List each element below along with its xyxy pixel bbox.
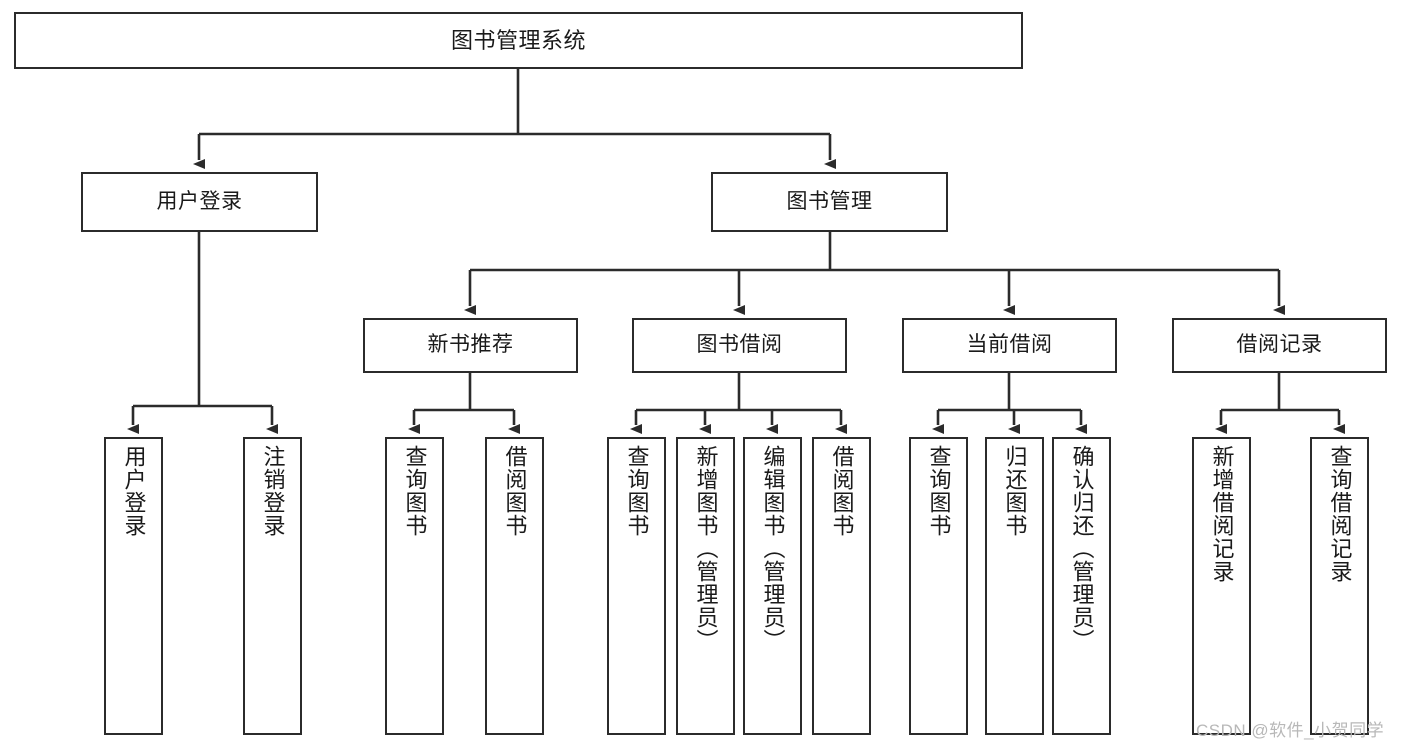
- node-leaf-logout-login-label: 注销登录: [260, 445, 286, 537]
- node-leaf-borrow-book-1[interactable]: 借阅图书: [485, 437, 544, 735]
- node-leaf-logout-login[interactable]: 注销登录: [243, 437, 302, 735]
- watermark: CSDN @软件_小贺同学: [1196, 721, 1385, 740]
- node-new-book-recommend-label: 新书推荐: [427, 333, 514, 357]
- node-current-borrow-label: 当前借阅: [966, 333, 1053, 357]
- node-leaf-return-book[interactable]: 归还图书: [985, 437, 1044, 735]
- node-leaf-query-book-2[interactable]: 查询图书: [607, 437, 666, 735]
- node-leaf-query-book-3-label: 查询图书: [926, 445, 952, 537]
- node-leaf-edit-book-admin[interactable]: 编辑图书（管理员）: [743, 437, 802, 735]
- node-leaf-edit-book-admin-label: 编辑图书（管理员）: [760, 445, 786, 652]
- node-leaf-borrow-book-1-label: 借阅图书: [502, 445, 528, 537]
- node-book-borrow[interactable]: 图书借阅: [632, 318, 847, 373]
- node-user-login-label: 用户登录: [156, 189, 243, 213]
- node-leaf-query-book-3[interactable]: 查询图书: [909, 437, 968, 735]
- node-borrow-record[interactable]: 借阅记录: [1172, 318, 1387, 373]
- node-leaf-user-login-label: 用户登录: [121, 445, 147, 537]
- node-user-login[interactable]: 用户登录: [81, 172, 318, 232]
- node-leaf-return-book-label: 归还图书: [1002, 445, 1028, 537]
- node-book-borrow-label: 图书借阅: [696, 333, 783, 357]
- node-book-manage[interactable]: 图书管理: [711, 172, 948, 232]
- node-leaf-query-borrow-record[interactable]: 查询借阅记录: [1310, 437, 1369, 735]
- node-book-manage-label: 图书管理: [786, 189, 873, 213]
- node-leaf-borrow-book-2-label: 借阅图书: [829, 445, 855, 537]
- node-leaf-add-borrow-record-label: 新增借阅记录: [1209, 445, 1235, 583]
- node-leaf-add-book-admin-label: 新增图书（管理员）: [693, 445, 719, 652]
- node-leaf-query-book-1-label: 查询图书: [402, 445, 428, 537]
- node-new-book-recommend[interactable]: 新书推荐: [363, 318, 578, 373]
- node-leaf-add-book-admin[interactable]: 新增图书（管理员）: [676, 437, 735, 735]
- node-leaf-confirm-return-admin[interactable]: 确认归还（管理员）: [1052, 437, 1111, 735]
- node-leaf-borrow-book-2[interactable]: 借阅图书: [812, 437, 871, 735]
- node-current-borrow[interactable]: 当前借阅: [902, 318, 1117, 373]
- node-leaf-query-book-2-label: 查询图书: [624, 445, 650, 537]
- node-root-label: 图书管理系统: [450, 27, 586, 53]
- node-leaf-confirm-return-admin-label: 确认归还（管理员）: [1069, 445, 1095, 652]
- node-root[interactable]: 图书管理系统: [14, 12, 1023, 69]
- node-leaf-query-book-1[interactable]: 查询图书: [385, 437, 444, 735]
- node-leaf-query-borrow-record-label: 查询借阅记录: [1327, 445, 1353, 583]
- node-leaf-user-login[interactable]: 用户登录: [104, 437, 163, 735]
- node-borrow-record-label: 借阅记录: [1236, 333, 1323, 357]
- node-leaf-add-borrow-record[interactable]: 新增借阅记录: [1192, 437, 1251, 735]
